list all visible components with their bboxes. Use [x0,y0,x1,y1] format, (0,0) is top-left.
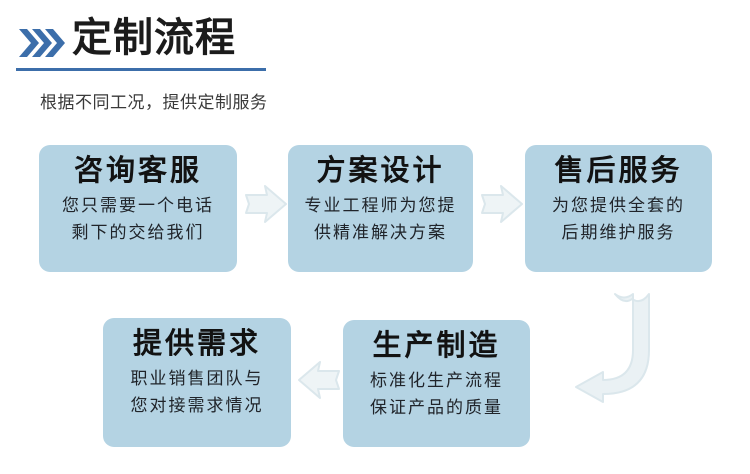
flow-card-description: 您只需要一个电话 剩下的交给我们 [62,192,214,246]
flow-card-requirement[interactable]: 提供需求 职业销售团队与 您对接需求情况 [103,318,291,447]
page-title: 定制流程 [72,16,236,60]
flow-card-aftersales[interactable]: 售后服务 为您提供全套的 后期维护服务 [525,145,712,272]
arrow-design-to-aftersales-icon [479,183,525,225]
flow-card-manufacture[interactable]: 生产制造 标准化生产流程 保证产品的质量 [343,320,530,447]
arrow-consult-to-design-icon [243,183,289,225]
desc-line-2: 保证产品的质量 [370,398,503,417]
flow-card-design[interactable]: 方案设计 专业工程师为您提 供精准解决方案 [288,145,473,272]
desc-line-2: 供精准解决方案 [314,223,447,242]
title-underline-rule [16,68,266,71]
arrow-manufacture-to-requirement-icon [296,359,342,401]
flow-card-description: 职业销售团队与 您对接需求情况 [131,365,264,419]
flow-card-description: 标准化生产流程 保证产品的质量 [370,367,503,421]
flow-card-title: 售后服务 [554,155,683,187]
desc-line-1: 标准化生产流程 [370,371,503,390]
flow-card-description: 专业工程师为您提 供精准解决方案 [305,192,457,246]
desc-line-2: 您对接需求情况 [130,396,264,415]
flow-card-description: 为您提供全套的 后期维护服务 [552,192,685,246]
flow-card-title: 生产制造 [372,330,501,362]
desc-line-1: 职业销售团队与 [130,369,264,388]
desc-line-1: 专业工程师为您提 [304,196,457,215]
flow-card-title: 咨询客服 [73,155,202,187]
desc-line-2: 后期维护服务 [561,223,676,242]
page-subtitle: 根据不同工况，提供定制服务 [40,93,268,112]
arrow-aftersales-to-requirement-icon [570,288,690,406]
header: 定制流程 根据不同工况，提供定制服务 [0,0,750,112]
flow-card-title: 方案设计 [316,155,445,187]
flow-card-consult[interactable]: 咨询客服 您只需要一个电话 剩下的交给我们 [39,145,237,272]
triple-chevron-right-icon [18,26,66,60]
desc-line-1: 为您提供全套的 [552,196,685,215]
desc-line-1: 您只需要一个电话 [62,196,214,215]
flow-card-title: 提供需求 [132,328,261,360]
desc-line-2: 剩下的交给我们 [71,223,205,242]
